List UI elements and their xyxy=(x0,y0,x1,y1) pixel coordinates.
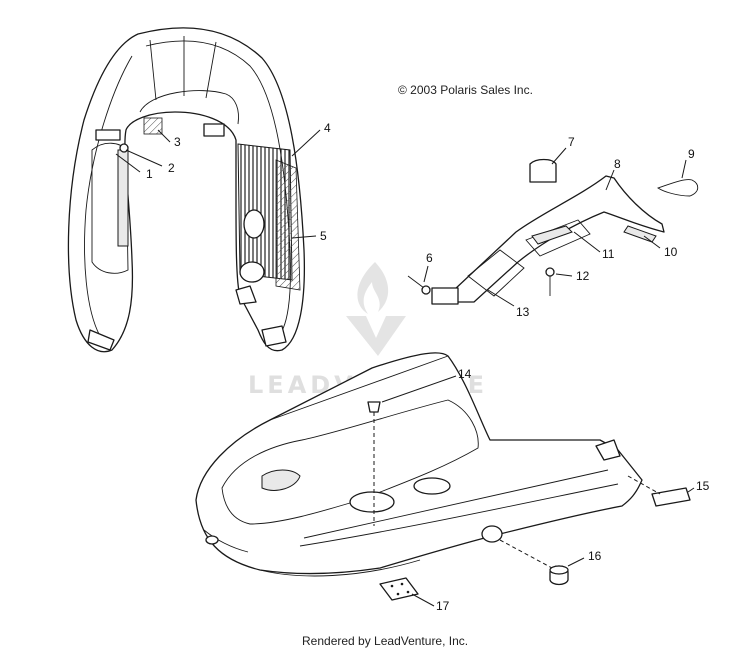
lower-hull-assembly xyxy=(195,352,691,601)
callout-10: 10 xyxy=(664,245,678,259)
callout-13: 13 xyxy=(516,305,530,319)
callout-12: 12 xyxy=(576,269,590,283)
seat-panel-assembly xyxy=(407,158,699,305)
callout-5: 5 xyxy=(320,229,327,243)
callout-2: 2 xyxy=(168,161,175,175)
callout-7: 7 xyxy=(568,135,575,149)
callout-14: 14 xyxy=(458,367,472,381)
footer-credit: Rendered by LeadVenture, Inc. xyxy=(302,634,468,648)
callout-3: 3 xyxy=(174,135,181,149)
callout-17: 17 xyxy=(436,599,450,613)
callout-4: 4 xyxy=(324,121,331,135)
copyright-text: © 2003 Polaris Sales Inc. xyxy=(398,83,533,97)
callout-9: 9 xyxy=(688,147,695,161)
leader-lines xyxy=(115,129,695,607)
watermark-flame-icon xyxy=(357,262,389,314)
callout-1: 1 xyxy=(146,167,153,181)
callout-16: 16 xyxy=(588,549,602,563)
callout-15: 15 xyxy=(696,479,710,493)
watermark-v-icon xyxy=(346,316,406,356)
hood-tub-assembly xyxy=(67,27,305,353)
callout-8: 8 xyxy=(614,157,621,171)
callout-6: 6 xyxy=(426,251,433,265)
callouts: 1 2 3 4 5 6 7 8 9 10 11 12 13 14 15 16 1… xyxy=(146,121,710,613)
callout-11: 11 xyxy=(602,247,615,261)
